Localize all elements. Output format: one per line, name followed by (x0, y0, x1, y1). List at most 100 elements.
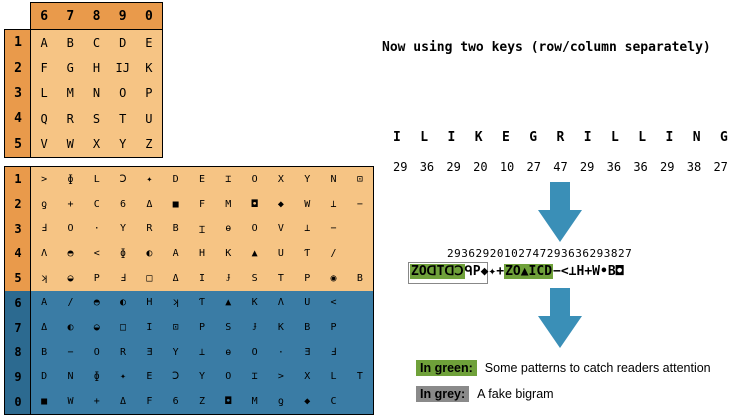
plaintext-letter: G (720, 130, 728, 145)
symbol-cell: · (83, 216, 110, 242)
symbol-cell: Δ (109, 389, 137, 414)
symbol-cell: P (294, 265, 321, 291)
symbol-cell: − (57, 339, 84, 365)
symbol-cell: ɵ (215, 216, 242, 242)
symbol-cell: B (162, 216, 189, 242)
symbol-cell: ⌶ (241, 364, 268, 390)
symbol-cell: ▲ (215, 290, 242, 316)
symbol-cell: ■ (162, 191, 189, 217)
row-key: 3 (14, 86, 22, 102)
polybius-cell: Z (145, 137, 153, 152)
symbol-cell: 6 (109, 191, 137, 217)
symbol-cell: ⊡ (162, 315, 189, 340)
plaintext-number: 27 (526, 160, 541, 174)
polybius-cell: F (40, 61, 48, 76)
plaintext-number: 29 (393, 160, 408, 174)
symbol-row-key: 6 (5, 290, 31, 316)
polybius-cell: R (66, 111, 74, 126)
symbol-cell: L (83, 167, 110, 192)
symbol-cell: − (346, 191, 373, 217)
symbol-cell: R (136, 216, 163, 242)
symbol-cell: B (31, 339, 58, 365)
row-key: 1 (14, 35, 22, 51)
symbol-cell: ◒ (83, 315, 110, 340)
symbol-row-key: 4 (5, 241, 31, 266)
symbol-cell: L (320, 364, 347, 390)
symbol-cell: Ɉ (241, 315, 268, 340)
symbol-cell: > (31, 167, 58, 192)
plaintext-letter: L (638, 130, 647, 145)
symbol-cell: X (294, 364, 321, 390)
plaintext-letter: I (583, 130, 592, 145)
symbol-cell: Ǝ (136, 339, 163, 365)
symbol-cell: Δ (136, 191, 163, 217)
symbol-cell: ⊥ (294, 216, 321, 242)
symbol-cell: □ (109, 315, 137, 340)
symbol-cell: O (241, 339, 268, 365)
symbol-cell: E (136, 364, 163, 390)
symbol-cell: O (83, 339, 110, 365)
legend-grey: In grey: A fake bigram (416, 386, 554, 402)
symbol-cell: ◘ (215, 389, 242, 414)
column-key: 0 (145, 9, 153, 24)
symbol-cell: K (267, 315, 295, 340)
heading: Now using two keys (row/column separatel… (382, 40, 711, 55)
symbol-row-key: 1 (5, 167, 31, 192)
symbol-cell (346, 290, 373, 316)
symbol-cell: Λ (267, 290, 295, 316)
plaintext-letter: I (393, 130, 401, 145)
polybius-cell: K (145, 61, 153, 76)
plaintext-number: 36 (419, 160, 435, 174)
symbol-cell: D (31, 364, 58, 390)
symbol-cell: ʞ (162, 290, 189, 316)
row-key: 4 (14, 111, 22, 127)
symbol-cell: S (241, 265, 268, 291)
polybius-cell: H (92, 61, 101, 76)
symbol-cell: ✦ (136, 167, 163, 192)
polybius-cell: W (66, 137, 74, 152)
polybius-cell: N (92, 86, 101, 101)
symbol-cell: − (320, 216, 347, 242)
symbol-cell: ▲ (241, 241, 268, 266)
plaintext-number: 47 (553, 160, 568, 174)
symbol-cell: ◐ (57, 315, 84, 340)
down-arrow-icon (538, 182, 582, 242)
symbol-cell: P (320, 315, 347, 340)
symbol-cell: F (136, 389, 163, 414)
ciphertext-pattern: ZOᗡTᗡↃ (410, 263, 465, 279)
symbol-cell: Δ (162, 265, 189, 291)
plaintext-letter: I (665, 130, 674, 145)
symbol-cell: + (57, 191, 84, 217)
symbol-cell: C (320, 389, 347, 414)
symbol-cell: N (320, 167, 347, 192)
plaintext-letter: K (474, 130, 483, 145)
symbol-cell: ◆ (294, 389, 321, 414)
symbol-cell (346, 216, 373, 242)
symbol-cell: < (320, 290, 347, 316)
plaintext-number: 20 (473, 160, 488, 174)
symbol-cell: M (215, 191, 242, 217)
symbol-cell: ◆ (267, 191, 295, 217)
symbol-cell: R (109, 339, 137, 365)
symbol-cell: C (83, 191, 110, 217)
plaintext-letter: I (447, 130, 456, 145)
plaintext-number: 38 (686, 160, 702, 174)
symbol-cell: Y (109, 216, 137, 242)
symbol-cell: O (215, 364, 242, 390)
symbol-cell: U (267, 241, 295, 266)
symbol-cell: Ɉ (215, 265, 242, 291)
symbol-cell (346, 241, 373, 266)
polybius-cell: X (92, 137, 101, 152)
polybius-cell: D (119, 35, 127, 50)
symbol-cell: ɸ (83, 364, 110, 390)
symbol-cell: F (188, 191, 216, 217)
symbol-cell: ⊥ (320, 191, 347, 217)
symbol-cell: E (188, 167, 216, 192)
plaintext-number: 36 (606, 160, 622, 174)
symbol-cell: ɵ (215, 339, 242, 365)
symbol-cell: > (267, 364, 295, 390)
